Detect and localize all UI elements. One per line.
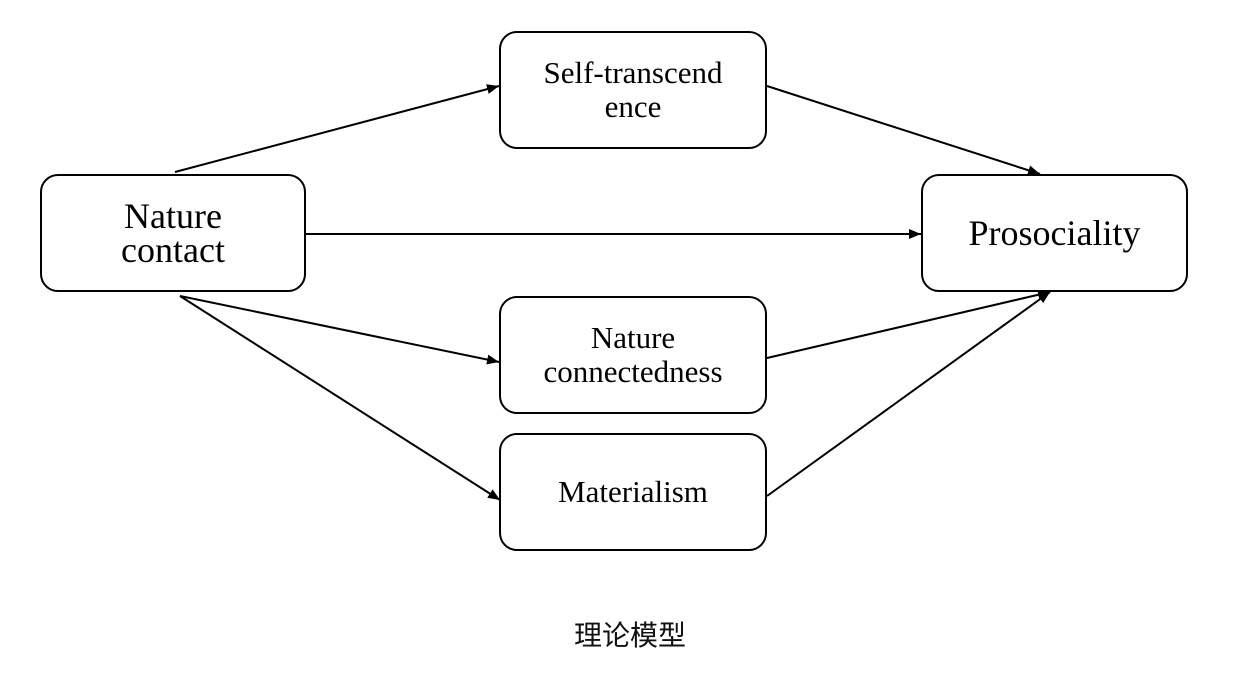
node-self-transcendence: Self-transcend ence [499, 31, 767, 149]
node-prosociality: Prosociality [921, 174, 1188, 292]
node-label-line: ence [604, 89, 662, 124]
node-label-line: Nature [590, 320, 676, 355]
node-nature-contact: Nature contact [40, 174, 306, 292]
arrow-nature-contact-to-materialism [179, 295, 501, 501]
arrow-nature-contact-to-self-transcendence [174, 84, 500, 173]
node-label-line: connectedness [543, 354, 723, 389]
node-materialism: Materialism [499, 433, 767, 551]
node-label-line: Self-transcend [543, 55, 723, 90]
node-label-line: contact [121, 230, 225, 270]
arrow-materialism-to-prosociality [766, 291, 1051, 497]
node-nature-connectedness: Nature connectedness [499, 296, 767, 414]
figure-caption: 理论模型 [573, 619, 686, 652]
arrow-self-transcendence-to-prosociality [766, 85, 1041, 176]
arrow-nature-contact-to-nature-connectedness [179, 295, 500, 365]
node-label-line: Nature [124, 196, 222, 236]
node-label: Prosociality [968, 213, 1141, 253]
node-label: Materialism [558, 474, 708, 509]
arrow-nature-connectedness-to-prosociality [766, 289, 1051, 359]
